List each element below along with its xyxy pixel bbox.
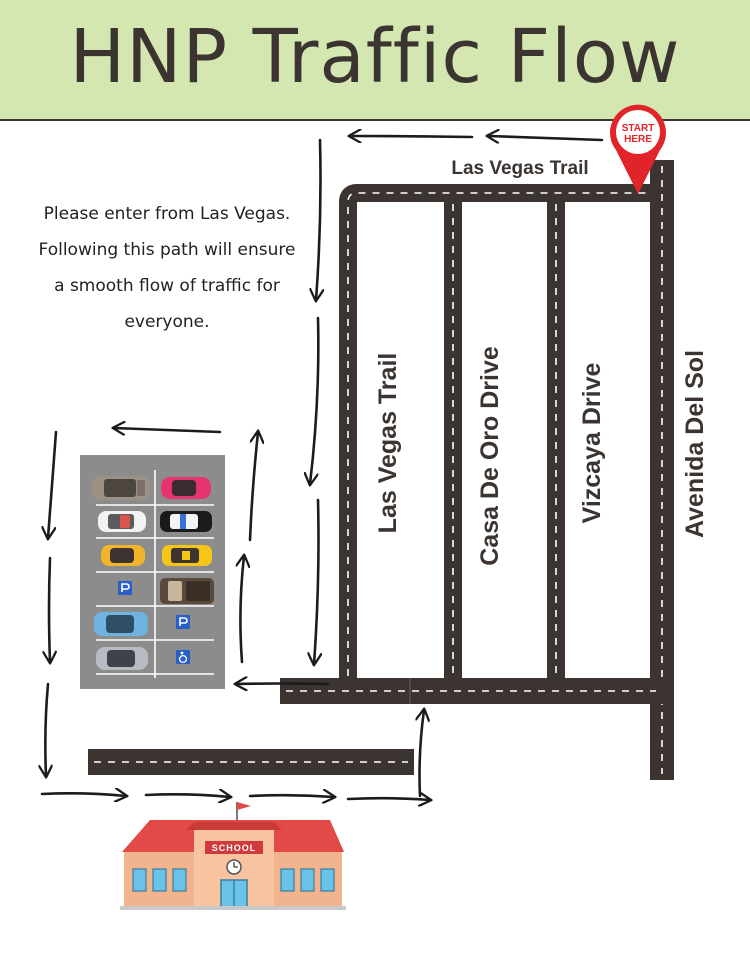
street-label-avenida-del-sol: Avenida Del Sol [681,350,709,538]
arrow-down [48,430,58,538]
street-label-las-vegas-trail: Las Vegas Trail [374,353,402,534]
accessible-parking-icon [176,650,190,664]
header-banner: HNP Traffic Flow [0,0,750,121]
start-label-line2: HERE [624,134,652,145]
arrow-right [144,794,230,797]
road-network [88,160,674,780]
arrow-right [40,793,126,796]
arrow-down [49,556,50,662]
parked-car [160,578,214,604]
arrow-right [248,795,334,797]
start-here-marker: START HERE [610,104,667,194]
arrow-up [248,432,258,542]
arrow-down [316,138,321,300]
instructions-text: Please enter from Las Vegas. Following t… [38,204,296,332]
parked-car [161,477,211,499]
parked-car [101,545,145,566]
school-sign-label: SCHOOL [212,843,257,853]
arrow-down [314,498,319,664]
street-label-top: Las Vegas Trail [451,158,588,179]
arrow-right [346,798,430,800]
lane-marking-top [347,192,658,676]
page-title: HNP Traffic Flow [69,14,681,100]
parked-car [92,476,150,500]
arrow-down [310,316,320,484]
parked-car [160,511,212,532]
arrow-up [420,710,425,798]
arrow-up [240,556,244,664]
arrow-left [488,136,604,140]
arrow-left [350,136,474,137]
parked-car [94,612,148,636]
street-label-casa-de-oro: Casa De Oro Drive [476,346,504,566]
arrow-down [45,682,48,776]
arrow-left [236,684,330,685]
street-label-vizcaya: Vizcaya Drive [578,363,606,524]
start-label-line1: START [622,123,655,134]
traffic-arrows [40,136,604,800]
parking-lot [80,455,225,689]
arrow-left [114,428,222,432]
parking-sign-icon [176,615,190,629]
school-building: SCHOOL [120,802,346,910]
parked-car [96,647,148,670]
parked-car [162,545,212,566]
parked-car [98,511,146,532]
parking-sign-icon [118,581,132,595]
